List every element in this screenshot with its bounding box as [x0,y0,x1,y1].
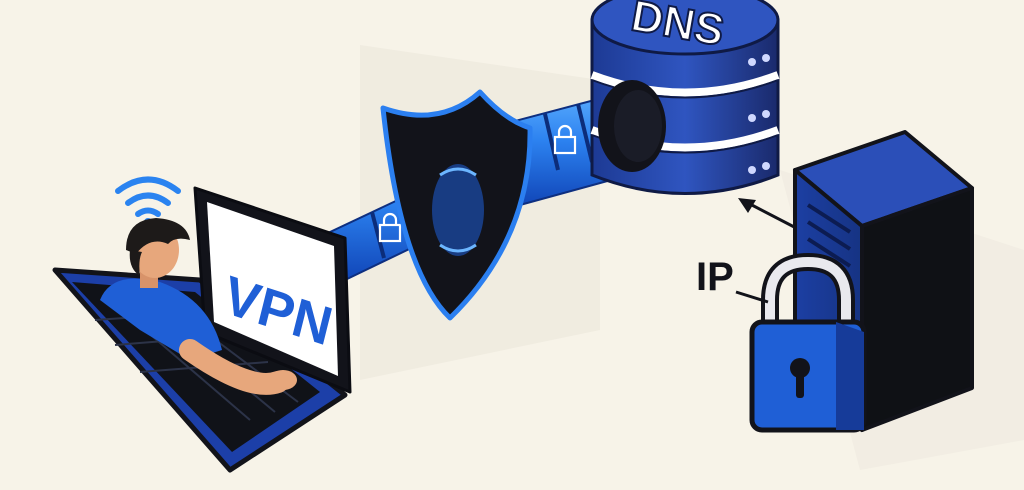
ip-callout: IP [696,255,769,304]
arrow-icon [738,198,801,232]
dns-server-icon: DNS [590,0,780,195]
shield-icon [380,89,533,321]
wifi-icon [115,176,181,226]
person-icon [100,218,297,395]
lock-icon [749,252,867,433]
ip-label: IP [696,255,734,299]
laptop-screen [207,202,338,376]
